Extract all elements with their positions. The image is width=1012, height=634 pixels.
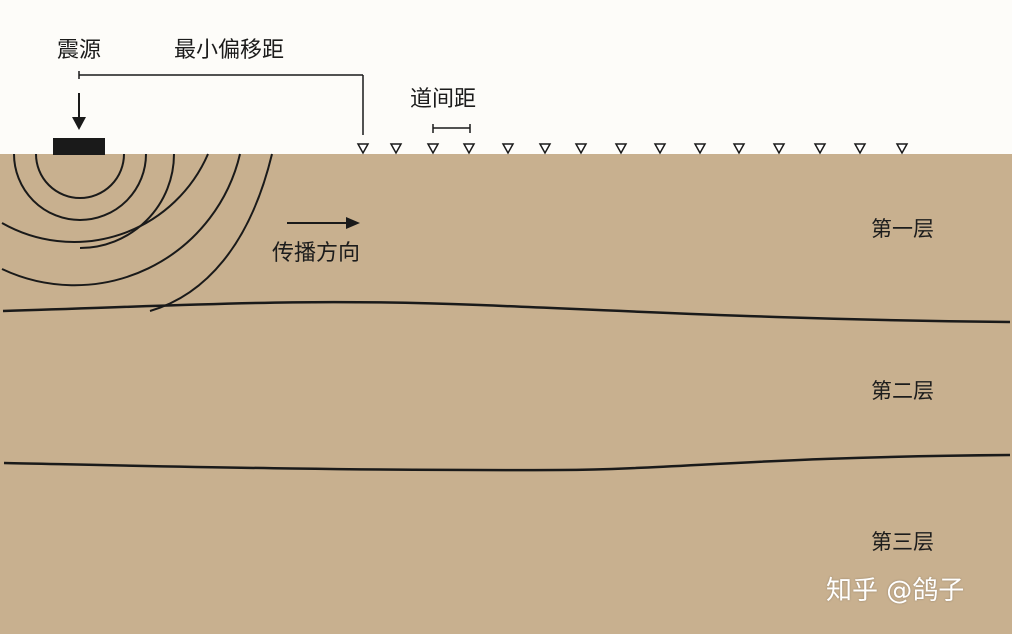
- min-offset-bracket: [78, 71, 364, 135]
- inverted-triangle-icon: [389, 143, 403, 155]
- trace-spacing-bracket: [432, 124, 471, 133]
- inverted-triangle-icon: [356, 143, 370, 155]
- watermark: 知乎 @鸽子: [826, 576, 965, 606]
- inverted-triangle-icon: [574, 143, 588, 155]
- inverted-triangle-icon: [501, 143, 515, 155]
- inverted-triangle-icon: [732, 143, 746, 155]
- ground-layers: [0, 154, 1012, 634]
- source-label: 震源: [57, 38, 102, 63]
- inverted-triangle-icon: [462, 143, 476, 155]
- layer-boundary-1: [2, 300, 1011, 324]
- inverted-triangle-icon: [693, 143, 707, 155]
- sky-area: [0, 0, 1012, 154]
- layer1-label: 第一层: [871, 217, 934, 241]
- propagation-label: 传播方向: [272, 241, 361, 266]
- inverted-triangle-icon: [772, 143, 786, 155]
- layer2-label: 第二层: [871, 379, 934, 403]
- inverted-triangle-icon: [853, 143, 867, 155]
- inverted-triangle-icon: [538, 143, 552, 155]
- layer3-label: 第三层: [871, 530, 934, 554]
- inverted-triangle-icon: [614, 143, 628, 155]
- inverted-triangle-icon: [813, 143, 827, 155]
- wavefront-arc: [79, 153, 175, 249]
- min-offset-label: 最小偏移距: [174, 38, 285, 63]
- inverted-triangle-icon: [895, 143, 909, 155]
- inverted-triangle-icon: [426, 143, 440, 155]
- wavefront-arc: [149, 153, 273, 312]
- wavefront-arc: [13, 153, 147, 221]
- layer-boundary-2: [3, 453, 1011, 472]
- wavefront-arc: [1, 153, 209, 243]
- source-block: [53, 138, 105, 155]
- wavefronts: [1, 153, 273, 312]
- wavefront-arc: [1, 153, 241, 287]
- wavefront-arc: [35, 153, 125, 199]
- trace-spacing-label: 道间距: [410, 87, 477, 112]
- inverted-triangle-icon: [653, 143, 667, 155]
- source-arrow-head: [72, 117, 86, 130]
- propagation-arrow-head: [346, 217, 360, 229]
- receiver-array: [356, 143, 909, 155]
